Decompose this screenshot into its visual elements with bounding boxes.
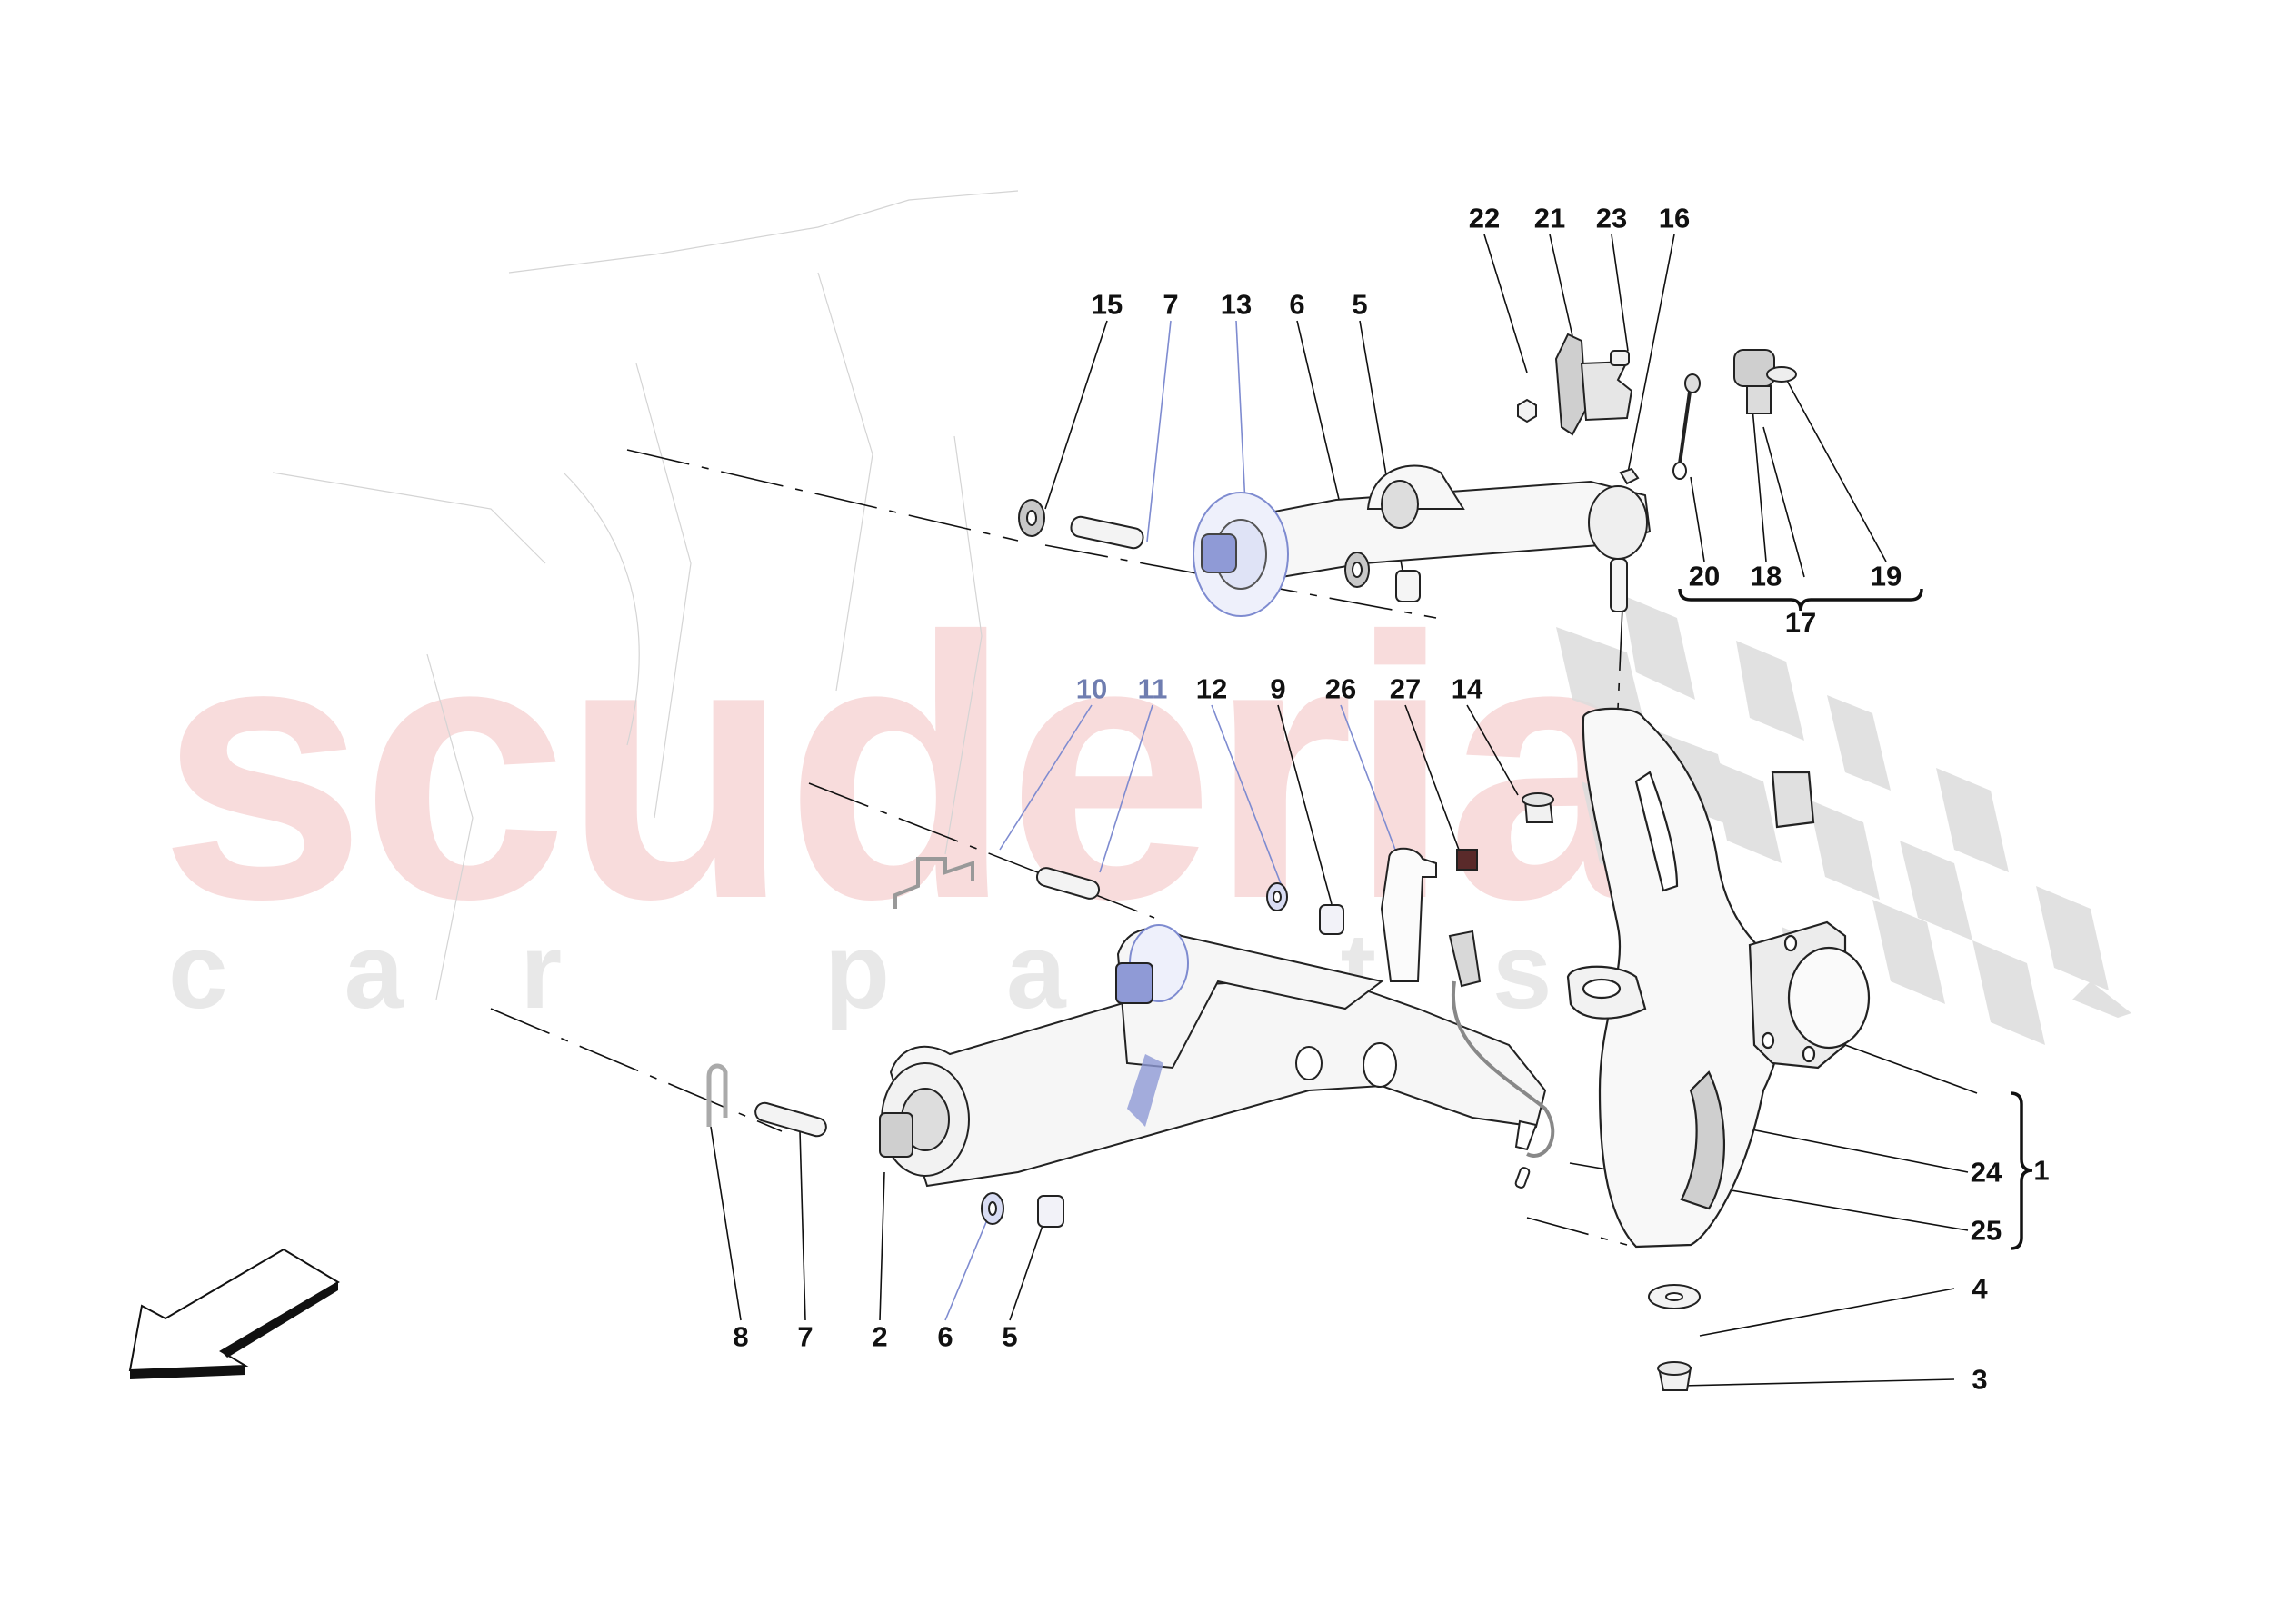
arrow-front-left-icon [128, 1248, 340, 1379]
part-callout-6[interactable]: 6 [1289, 288, 1305, 321]
part-callout-13[interactable]: 13 [1220, 288, 1253, 321]
part-callout-10[interactable]: 10 [1075, 672, 1108, 705]
part-callout-26[interactable]: 26 [1324, 672, 1357, 705]
lower-control-arm [879, 924, 1547, 1188]
upper-control-arm [1193, 464, 1652, 617]
part-callout-27[interactable]: 27 [1389, 672, 1422, 705]
part-callout-19[interactable]: 19 [1870, 560, 1902, 592]
knuckle-fasteners [1514, 792, 1701, 1391]
leader-lines [710, 234, 1978, 1387]
part-callout-14[interactable]: 14 [1451, 672, 1483, 705]
steering-knuckle [1566, 707, 1871, 1249]
part-callout-23[interactable]: 23 [1595, 202, 1628, 234]
ride-height-sensor [1517, 333, 1797, 485]
lower-arm-fasteners [706, 857, 1344, 1228]
part-callout-16[interactable]: 16 [1658, 202, 1691, 234]
part-callout-25[interactable]: 25 [1970, 1214, 2002, 1247]
part-callout-7[interactable]: 7 [797, 1320, 814, 1353]
part-callout-1[interactable]: 1 [2033, 1154, 2050, 1187]
part-callout-20[interactable]: 20 [1688, 560, 1721, 592]
part-callout-7[interactable]: 7 [1163, 288, 1179, 321]
upper-arm-fasteners [1018, 499, 1421, 602]
part-callout-9[interactable]: 9 [1270, 672, 1286, 705]
group-brackets [1678, 588, 2033, 1250]
background-chassis-sketch [272, 190, 1019, 1000]
part-callout-21[interactable]: 21 [1533, 202, 1566, 234]
part-callout-15[interactable]: 15 [1091, 288, 1123, 321]
part-callout-12[interactable]: 12 [1195, 672, 1228, 705]
part-callout-17[interactable]: 17 [1784, 606, 1817, 639]
part-callout-6[interactable]: 6 [937, 1320, 953, 1353]
part-callout-5[interactable]: 5 [1352, 288, 1368, 321]
part-callout-3[interactable]: 3 [1972, 1363, 1988, 1396]
part-callout-11[interactable]: 11 [1137, 672, 1168, 705]
part-callout-22[interactable]: 22 [1468, 202, 1501, 234]
part-callout-2[interactable]: 2 [872, 1320, 888, 1353]
part-callout-8[interactable]: 8 [733, 1320, 749, 1353]
part-callout-18[interactable]: 18 [1750, 560, 1782, 592]
part-callout-4[interactable]: 4 [1972, 1272, 1988, 1305]
part-callout-24[interactable]: 24 [1970, 1156, 2002, 1189]
part-callout-5[interactable]: 5 [1002, 1320, 1018, 1353]
abs-bracket [1380, 847, 1555, 1158]
